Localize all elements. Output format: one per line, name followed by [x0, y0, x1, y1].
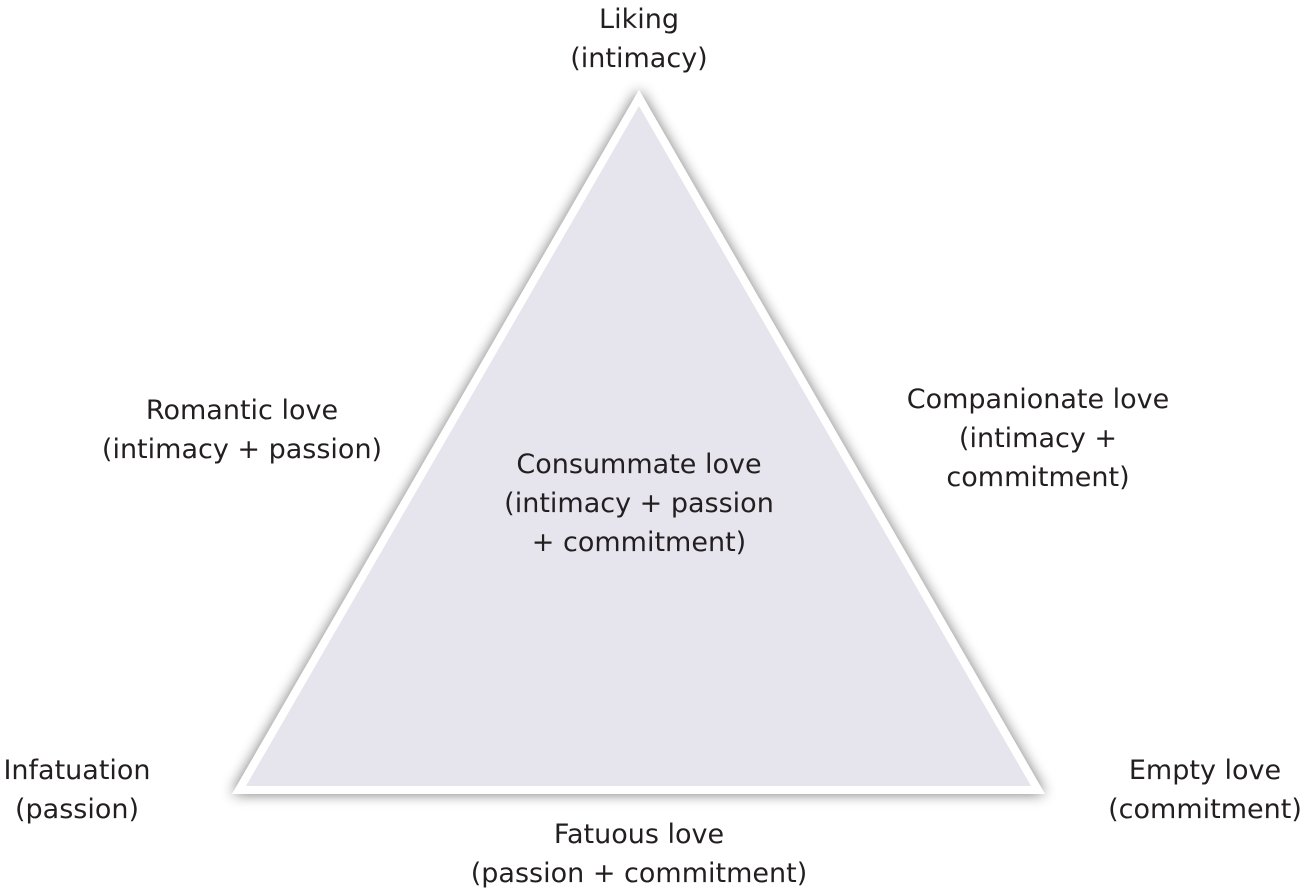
- romantic-love-components: (intimacy + passion): [101, 434, 383, 465]
- liking-title: Liking: [599, 4, 679, 35]
- empty-love-component: (commitment): [1108, 794, 1302, 825]
- vertex-label-infatuation: Infatuation (passion): [3, 751, 150, 829]
- triangle-shape: [232, 89, 1045, 794]
- edge-label-fatuous-love: Fatuous love (passion + commitment): [471, 815, 807, 893]
- center-label-consummate-love: Consummate love (intimacy + passion + co…: [504, 445, 774, 562]
- empty-love-title: Empty love: [1128, 755, 1282, 786]
- consummate-love-components-1: (intimacy + passion: [504, 488, 774, 519]
- liking-component: (intimacy): [570, 43, 708, 74]
- fatuous-love-title: Fatuous love: [553, 819, 725, 850]
- companionate-love-components-1: (intimacy +: [958, 423, 1118, 454]
- romantic-love-title: Romantic love: [145, 395, 339, 426]
- consummate-love-components-2: + commitment): [531, 527, 747, 558]
- edge-label-romantic-love: Romantic love (intimacy + passion): [102, 391, 382, 469]
- fatuous-love-components: (passion + commitment): [470, 858, 808, 889]
- consummate-love-title: Consummate love: [516, 449, 762, 480]
- edge-label-companionate-love: Companionate love (intimacy + commitment…: [907, 380, 1170, 497]
- vertex-label-empty-love: Empty love (commitment): [1108, 751, 1302, 829]
- infatuation-title: Infatuation: [3, 755, 151, 786]
- infatuation-component: (passion): [14, 794, 140, 825]
- vertex-label-liking: Liking (intimacy): [570, 0, 707, 78]
- companionate-love-title: Companionate love: [906, 384, 1170, 415]
- companionate-love-components-2: commitment): [946, 462, 1130, 493]
